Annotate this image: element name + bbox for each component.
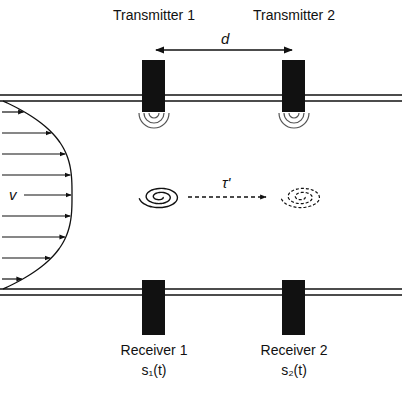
velocity-arrow [2,111,23,112]
transit-arrow [188,196,266,197]
transit-time-label: τ' [220,174,232,191]
signal-name: s₂(t) [281,361,307,379]
transmitter: Transmitter 1 [113,6,195,112]
velocity-arrow [2,257,50,258]
velocity-profile [2,101,72,289]
transmitter-block [282,60,305,112]
receiver-block [282,280,305,335]
transmitter-block [142,60,165,112]
profile-curve [3,101,72,289]
velocity-arrow [2,215,70,216]
velocity-arrow [2,278,22,279]
distance-label: d [219,30,231,47]
velocity-arrow [2,153,65,154]
pipe-wall [0,100,402,102]
velocity-arrow [2,174,70,175]
node-label: Receiver 2 [261,341,328,359]
eddy-spiral [139,188,177,207]
receiver: Receiver 1 s₁(t) [121,280,188,379]
ultrasound-waves [139,113,309,128]
pipe-wall [0,94,402,96]
node-label: Transmitter 2 [253,6,335,24]
eddy [139,188,319,207]
node-label: Transmitter 1 [113,6,195,24]
pipe-wall [0,294,402,296]
pipe-wall [0,288,402,290]
velocity-arrow [2,236,65,237]
velocity-arrow [24,194,71,195]
eddy-spiral-dashed [281,188,319,207]
signal-name: s₁(t) [142,361,167,379]
receiver: Receiver 2 s₂(t) [261,280,328,379]
receiver-block [142,280,165,335]
velocity-arrow [2,132,51,133]
node-label: Receiver 1 [121,341,188,359]
dimension-arrow [156,49,292,50]
velocity-label: v [7,186,19,203]
transmitter: Transmitter 2 [253,6,335,112]
